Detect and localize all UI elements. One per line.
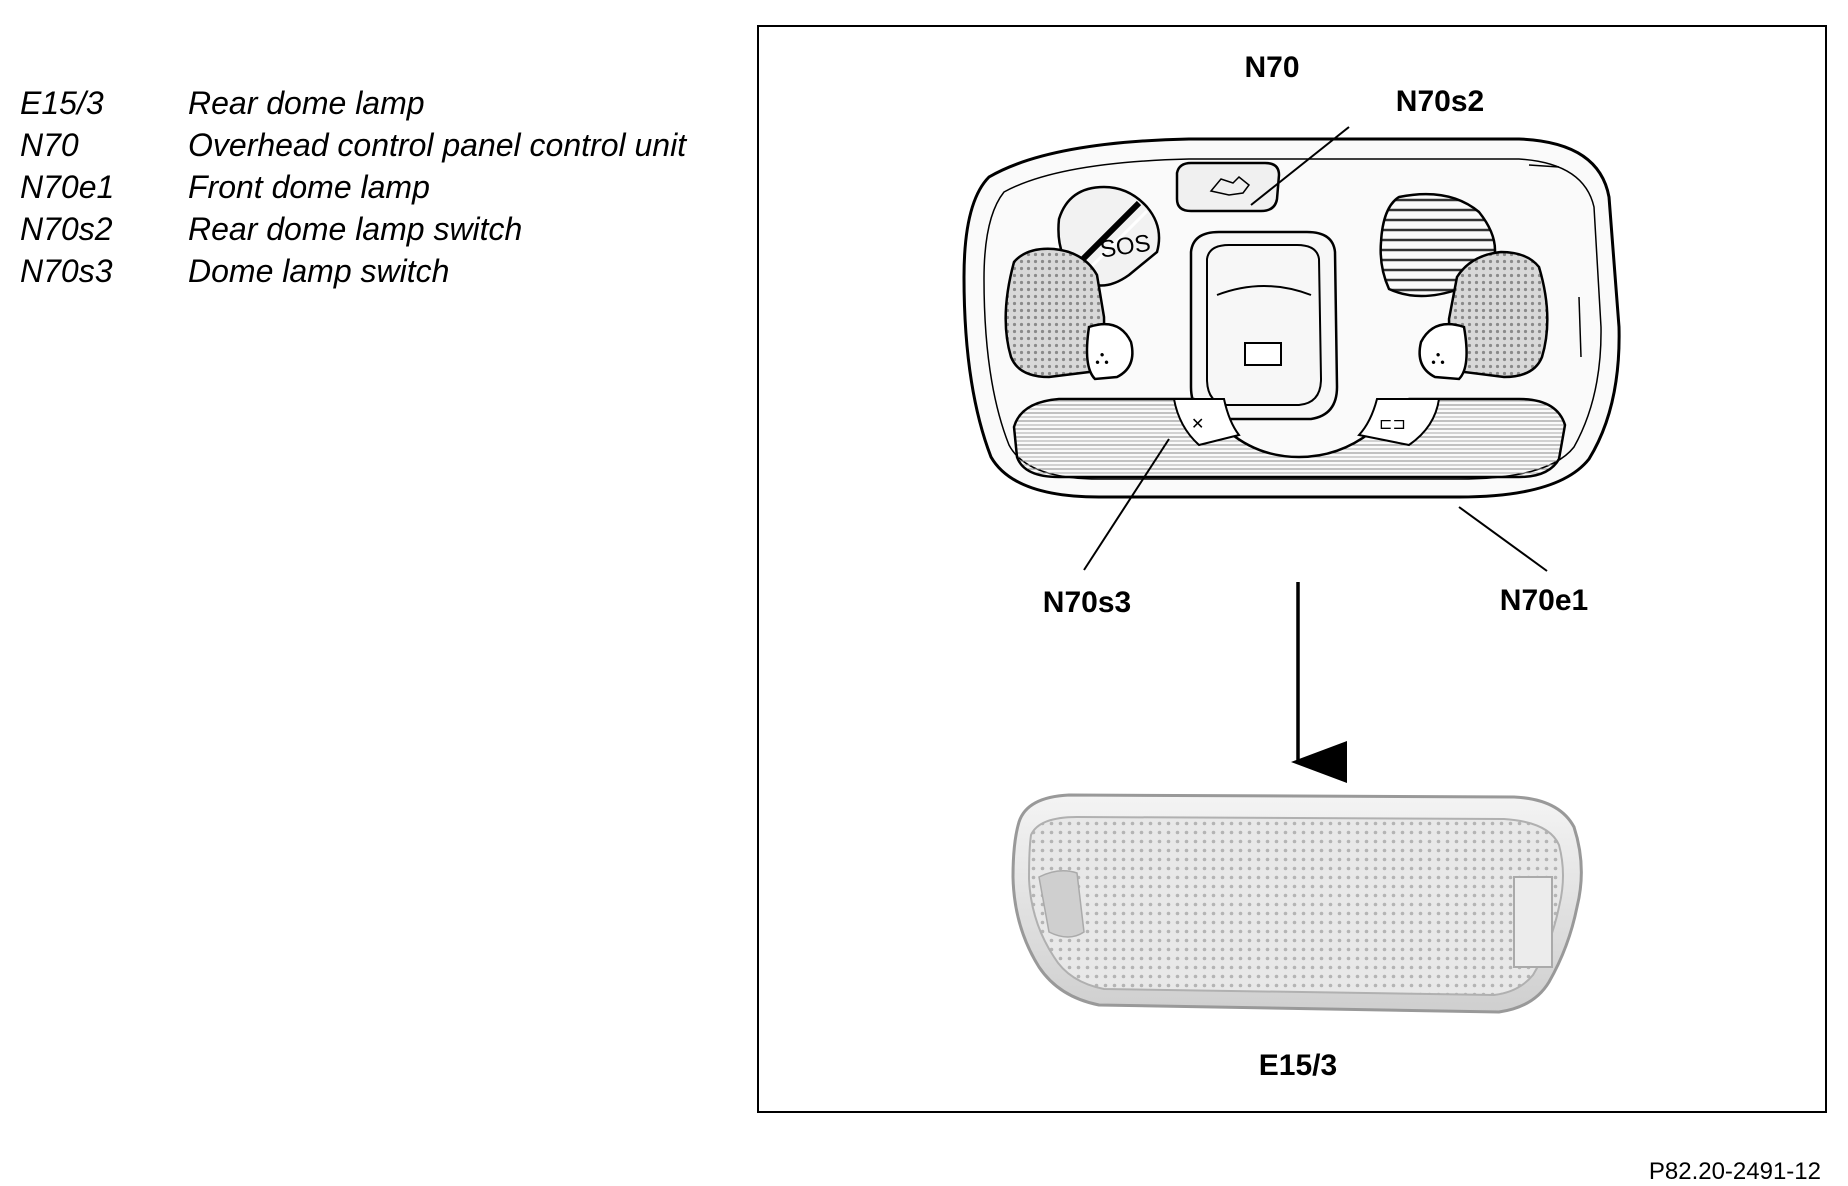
legend-code: N70s3 xyxy=(20,253,113,289)
label-e15-3: E15/3 xyxy=(1259,1049,1337,1082)
diagram-frame: SOS ⛬ ⛬ xyxy=(757,25,1827,1113)
legend-description: Dome lamp switch xyxy=(188,253,450,289)
door-contact-icon: ⊏⊐ xyxy=(1379,414,1406,433)
right-lamp-switch-icon: ⛬ xyxy=(1431,345,1445,369)
center-compartment xyxy=(1189,230,1339,421)
legend-row-n70s3: N70s3 Dome lamp switch xyxy=(20,250,686,292)
legend-code: N70s2 xyxy=(20,211,113,247)
overhead-control-panel: SOS ⛬ ⛬ xyxy=(962,137,1621,499)
legend-row-n70e1: N70e1 Front dome lamp xyxy=(20,166,686,208)
legend-description: Front dome lamp xyxy=(188,169,430,205)
legend-list: E15/3 Rear dome lamp N70 Overhead contro… xyxy=(20,82,686,292)
leader-lines xyxy=(1083,126,1548,572)
legend-code: N70e1 xyxy=(20,169,115,205)
left-lamp-switch-icon: ⛬ xyxy=(1095,345,1109,369)
rear-dome-lamp-switch xyxy=(1175,161,1281,213)
dome-lamp-off-icon: ✕ xyxy=(1191,414,1204,433)
figure-id: P82.20-2491-12 xyxy=(1648,1158,1821,1185)
label-n70s2: N70s2 xyxy=(1396,85,1484,118)
legend-row-e15-3: E15/3 Rear dome lamp xyxy=(20,82,686,124)
right-reading-lamp: ⛬ xyxy=(1418,250,1549,381)
rear-dome-lamp xyxy=(1011,793,1583,1014)
label-n70: N70 xyxy=(1244,51,1299,84)
overhead-panel-diagram: SOS ⛬ ⛬ xyxy=(962,51,1621,1082)
legend-row-n70: N70 Overhead control panel control unit xyxy=(20,124,686,166)
car-icon xyxy=(1209,175,1251,196)
legend-code: E15/3 xyxy=(20,85,104,121)
label-n70s3: N70s3 xyxy=(1043,586,1131,619)
legend-description: Overhead control panel control unit xyxy=(188,127,687,163)
front-dome-lamp: ✕ ⊏⊐ xyxy=(1012,397,1567,479)
left-reading-lamp: ⛬ xyxy=(1004,247,1134,381)
legend-description: Rear dome lamp xyxy=(188,85,425,121)
legend-code: N70 xyxy=(20,127,79,163)
label-n70e1: N70e1 xyxy=(1500,584,1588,617)
legend-row-n70s2: N70s2 Rear dome lamp switch xyxy=(20,208,686,250)
legend-description: Rear dome lamp switch xyxy=(188,211,523,247)
